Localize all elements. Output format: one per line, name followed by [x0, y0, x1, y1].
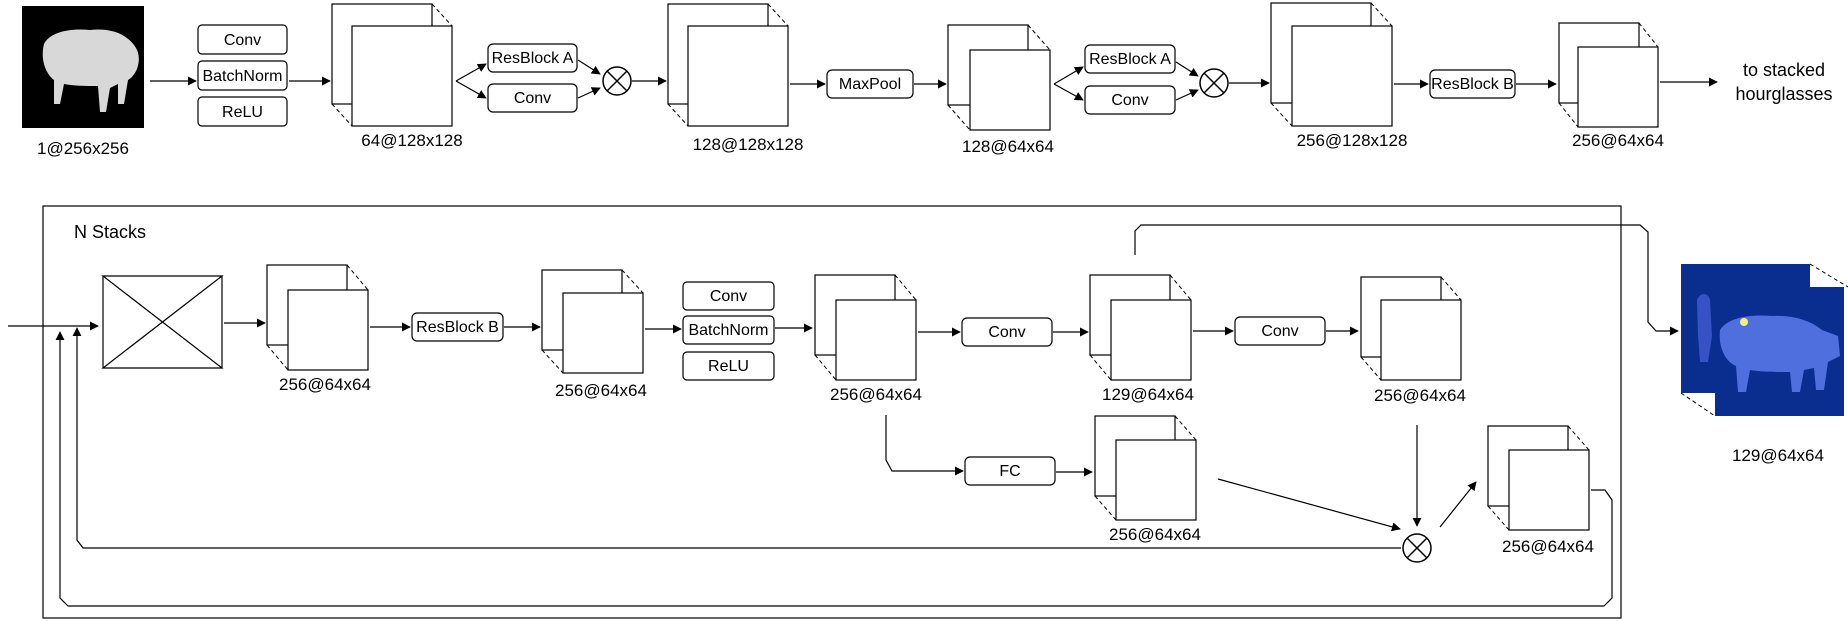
stem-batchnorm-box [197, 60, 288, 91]
feature-map-cube [331, 3, 453, 127]
heatmap-image [1680, 263, 1848, 417]
resblock-a-box [487, 43, 578, 73]
feature-map-cube [667, 3, 789, 127]
dim-label: 256@64x64 [1572, 131, 1664, 150]
conv-box [682, 281, 775, 311]
conv-label: Conv [514, 90, 551, 107]
resblock-a-box [1084, 44, 1176, 74]
conv-box [1084, 85, 1176, 115]
dim-label: 256@64x64 [1374, 386, 1466, 405]
resblock-a-label: ResBlock A [492, 50, 574, 67]
n-stacks-frame [42, 205, 1622, 619]
relu-box [682, 351, 775, 381]
output-label-line1: to stacked [1743, 60, 1825, 80]
maxpool-label: MaxPool [839, 76, 901, 93]
feature-map-cube [1089, 274, 1192, 381]
fc-label: FC [999, 463, 1020, 480]
feature-map-cube [1360, 276, 1462, 381]
stem-conv-box [197, 24, 288, 55]
maxpool-box [826, 69, 914, 99]
feature-map-cube [814, 274, 917, 381]
dim-label: 128@64x64 [962, 137, 1054, 156]
stem-batchnorm-label: BatchNorm [202, 68, 282, 85]
conv-box [487, 83, 578, 113]
conv-label: Conv [710, 288, 747, 305]
dim-label: 128@128x128 [693, 135, 804, 154]
resblock-b-box [1429, 69, 1516, 99]
heatmap-dim-label: 129@64x64 [1732, 446, 1824, 465]
stem-relu-box [197, 96, 288, 127]
batchnorm-label: BatchNorm [688, 322, 768, 339]
fc-box [964, 456, 1056, 486]
multiply-icon [1402, 533, 1432, 563]
feature-map-cube [1270, 2, 1393, 127]
multiply-icon [1199, 68, 1229, 98]
conv-label: Conv [988, 324, 1025, 341]
feature-map-cube [1487, 425, 1590, 531]
conv-label: Conv [1111, 92, 1148, 109]
dim-label: 129@64x64 [1102, 385, 1194, 404]
input-dim-label: 1@256x256 [37, 139, 129, 158]
feature-map-cube [1094, 415, 1197, 521]
output-label-line2: hourglasses [1735, 84, 1832, 104]
feature-map-cube [1558, 22, 1659, 128]
relu-label: ReLU [708, 358, 749, 375]
conv-label: Conv [1261, 323, 1298, 340]
feature-map-cube [541, 269, 644, 374]
dim-label: 256@64x64 [1502, 537, 1594, 556]
dim-label: 256@64x64 [1109, 525, 1201, 544]
batchnorm-box [682, 315, 775, 345]
feature-map-cube [266, 264, 369, 371]
dim-label: 64@128x128 [361, 131, 462, 150]
conv-bn-relu-stack: Conv BatchNorm ReLU [682, 281, 775, 381]
dim-label: 256@128x128 [1297, 131, 1408, 150]
resblock-b-label: ResBlock B [416, 319, 499, 336]
conv-box [1234, 316, 1326, 346]
conv-box [961, 317, 1053, 347]
dim-label: 256@64x64 [279, 375, 371, 394]
input-image [22, 6, 144, 128]
multiply-icon [602, 66, 632, 96]
stem-layer-stack: Conv BatchNorm ReLU [197, 24, 288, 127]
feature-map-cube [947, 24, 1051, 131]
stem-relu-label: ReLU [222, 104, 263, 121]
hourglass-module [101, 275, 224, 369]
resblock-b-label: ResBlock B [1431, 76, 1514, 93]
dim-label: 256@64x64 [830, 385, 922, 404]
dim-label: 256@64x64 [555, 381, 647, 400]
stem-conv-label: Conv [224, 32, 261, 49]
n-stacks-title: N Stacks [74, 222, 146, 242]
resblock-b-box [411, 312, 504, 342]
resblock-a-label: ResBlock A [1089, 51, 1171, 68]
